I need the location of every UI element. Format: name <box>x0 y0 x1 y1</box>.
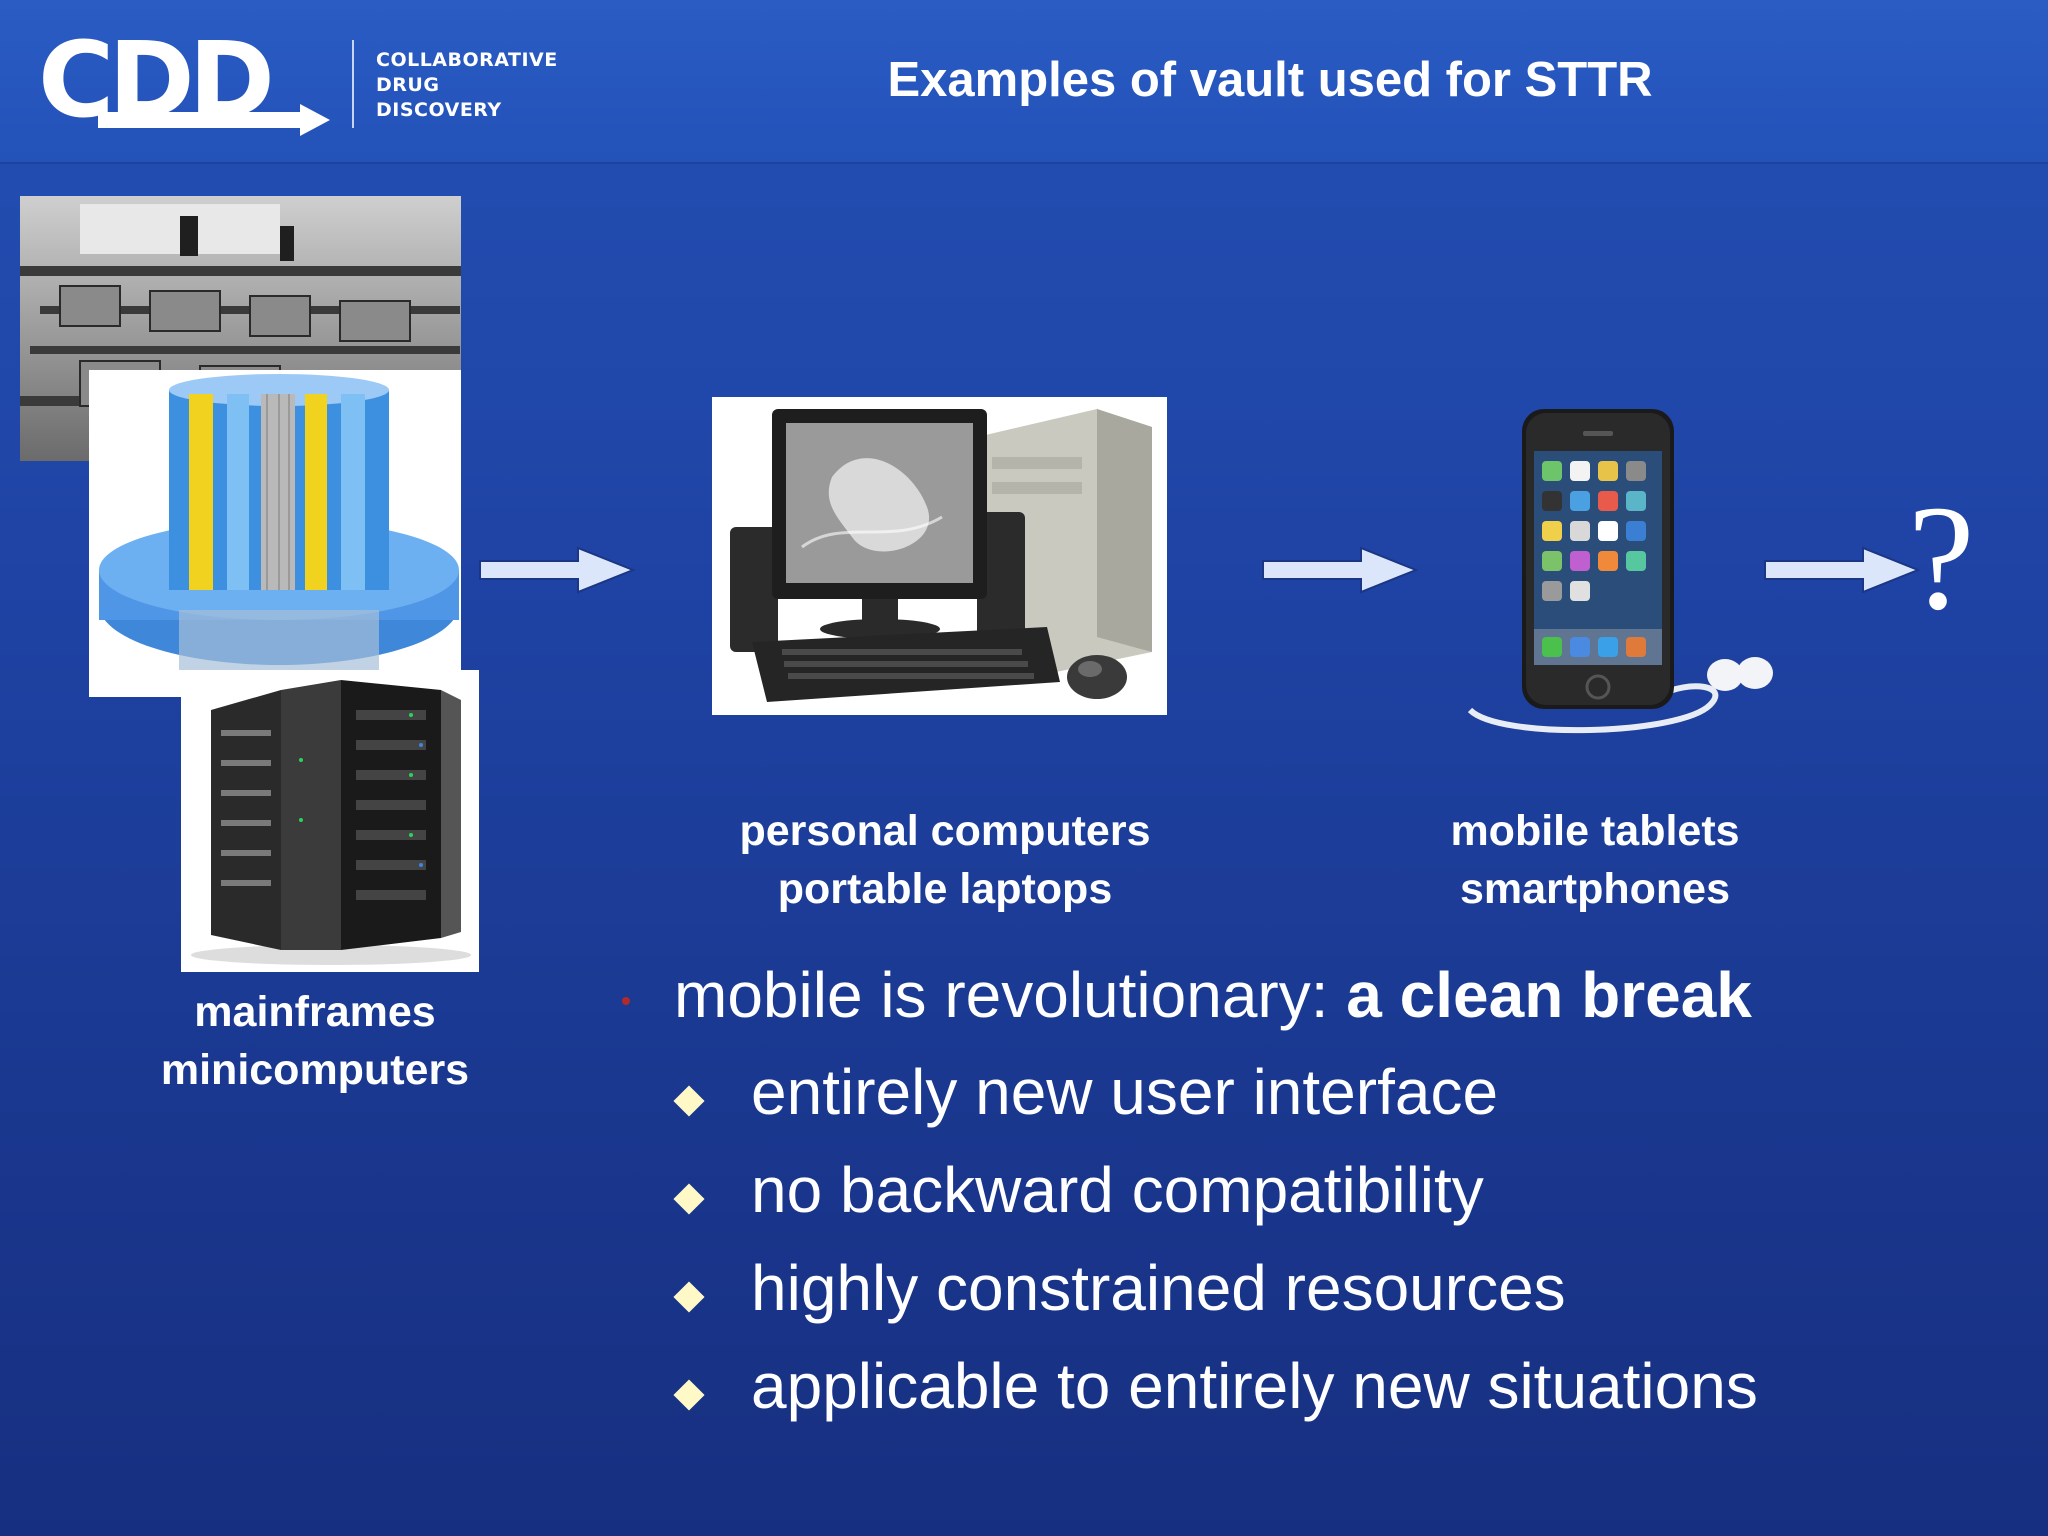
smartphone-photo <box>1460 405 1780 740</box>
slide-title: Examples of vault used for STTR <box>887 53 1653 107</box>
logo-line-3: DISCOVERY <box>376 99 502 121</box>
caption-mainframes-line-2: minicomputers <box>160 1046 470 1094</box>
caption-mobile-devices: mobile tablets smartphones <box>1390 802 1800 918</box>
diamond-bullet-icon <box>673 1085 705 1117</box>
caption-mobile-line-1: mobile tablets <box>1450 807 1740 855</box>
sub-bullet-text: no backward compatibility <box>751 1154 1484 1226</box>
caption-personal-line-2: portable laptops <box>777 865 1113 913</box>
logo-line-1: COLLABORATIVE <box>376 49 558 71</box>
logo-divider <box>352 40 354 128</box>
caption-mainframes: mainframes minicomputers <box>130 983 500 1099</box>
desktop-computer-photo <box>712 397 1167 715</box>
sub-bullet-text: highly constrained resources <box>751 1252 1566 1324</box>
diamond-bullet-icon <box>673 1281 705 1313</box>
bullet-dot-icon <box>622 997 630 1005</box>
server-rack-photo <box>181 670 479 972</box>
sub-bullet-text: entirely new user interface <box>751 1056 1499 1128</box>
slide-header: CDD COLLABORATIVE DRUG DISCOVERY Example… <box>0 0 2048 164</box>
diamond-bullet-icon <box>673 1379 705 1411</box>
main-bullet: mobile is revolutionary: a clean break <box>674 955 1752 1035</box>
main-bullet-plain: mobile is revolutionary: <box>674 959 1347 1031</box>
caption-personal-line-1: personal computers <box>739 807 1151 855</box>
arrow-right-icon <box>1262 546 1419 594</box>
logo-line-2: DRUG <box>376 74 440 96</box>
diamond-bullet-icon <box>673 1183 705 1215</box>
question-mark: ? <box>1908 475 1975 641</box>
caption-mobile-line-2: smartphones <box>1459 865 1730 913</box>
caption-mainframes-line-1: mainframes <box>194 988 436 1036</box>
arrow-right-icon <box>479 546 636 594</box>
sub-bullet-text: applicable to entirely new situations <box>751 1350 1758 1422</box>
logo-wordmark: COLLABORATIVE DRUG DISCOVERY <box>376 48 558 123</box>
main-bullet-bold: a clean break <box>1346 959 1752 1031</box>
supercomputer-photo <box>89 370 461 697</box>
caption-personal-computers: personal computers portable laptops <box>690 802 1200 918</box>
arrow-right-icon <box>1764 546 1921 594</box>
cdd-logo-icon: CDD <box>38 28 330 138</box>
